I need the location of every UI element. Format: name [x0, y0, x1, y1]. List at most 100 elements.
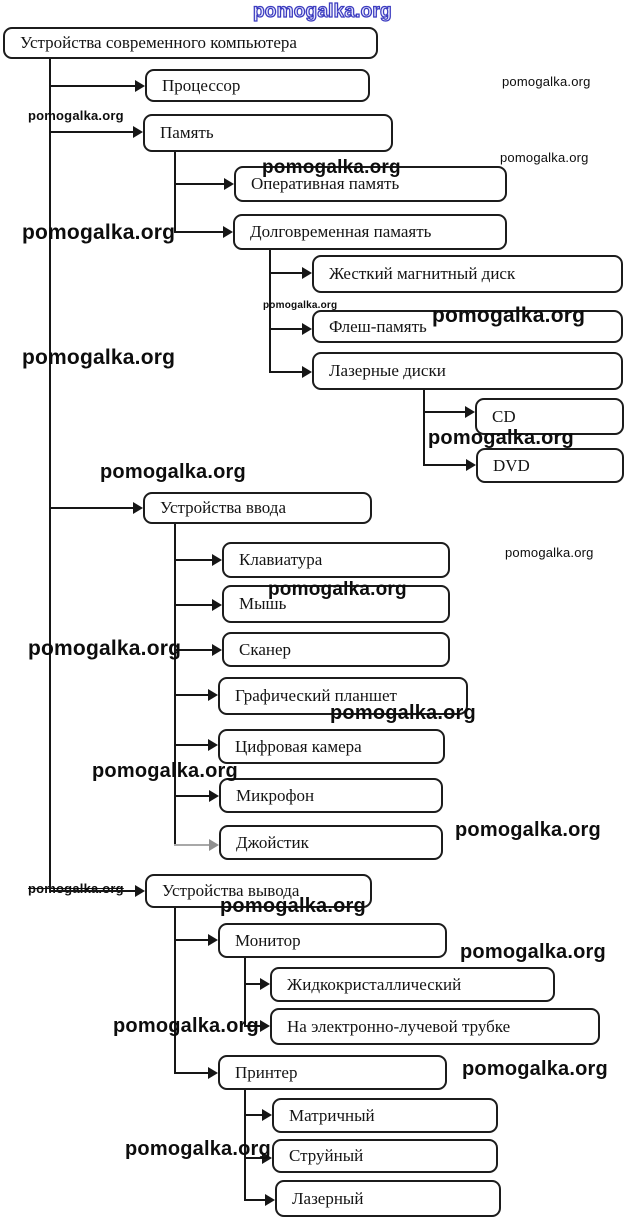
connector-trunk — [244, 958, 246, 1027]
arrow-right-icon — [208, 739, 218, 751]
node-label: На электронно-лучевой трубке — [287, 1016, 511, 1036]
node-label: Флеш-память — [329, 316, 427, 336]
node-label: Жесткий магнитный диск — [329, 264, 516, 283]
node-crt: На электронно-лучевой трубке — [270, 1008, 600, 1045]
arrow-right-icon — [212, 644, 222, 656]
node-label: Монитор — [235, 930, 301, 950]
node-label: Матричный — [289, 1105, 375, 1125]
node-scanner: Сканер — [222, 632, 450, 667]
node-label: Струйный — [289, 1146, 364, 1165]
connector-branch — [49, 890, 137, 892]
connector-branch — [174, 939, 210, 941]
arrow-right-icon — [133, 126, 143, 138]
node-label: Жидкокристаллический — [287, 974, 462, 994]
node-label: Процессор — [162, 75, 241, 95]
connector-branch — [244, 1114, 264, 1116]
node-label: Лазерные диски — [329, 361, 446, 380]
node-memory: Память — [143, 114, 393, 152]
arrow-right-icon — [466, 459, 476, 471]
watermark: pomogalka.org — [462, 1058, 608, 1080]
arrow-right-icon — [212, 554, 222, 566]
watermark: pomogalka.org — [113, 1015, 259, 1037]
watermark: pomogalka.org — [22, 221, 176, 244]
watermark: pomogalka.org — [92, 760, 238, 782]
node-label: Устройства ввода — [160, 498, 286, 517]
node-dvd: DVD — [476, 448, 624, 483]
connector-branch — [244, 1157, 264, 1159]
arrow-right-icon — [223, 226, 233, 238]
node-label: Цифровая камера — [235, 736, 362, 756]
connector-branch — [174, 844, 211, 846]
arrow-right-icon — [208, 1067, 218, 1079]
node-ram: Оперативная память — [234, 166, 507, 202]
node-output-devices: Устройства вывода — [145, 874, 372, 908]
connector-branch — [244, 1025, 262, 1027]
node-label: Графический планшет — [235, 686, 397, 705]
node-joystick: Джойстик — [219, 825, 443, 860]
arrow-right-icon — [224, 178, 234, 190]
node-label: Устройства современного компьютера — [20, 33, 297, 52]
node-input-devices: Устройства ввода — [143, 492, 372, 524]
arrow-right-icon — [262, 1152, 272, 1164]
watermark: pomogalka.org — [460, 941, 606, 963]
node-label: Мышь — [239, 594, 287, 613]
watermark: pomogalka.org — [505, 545, 594, 560]
node-label: DVD — [493, 455, 530, 475]
node-microphone: Микрофон — [219, 778, 443, 813]
watermark: pomogalka.org — [125, 1138, 271, 1160]
arrow-right-icon — [133, 502, 143, 514]
watermark: pomogalka.org — [28, 637, 182, 660]
node-dot-matrix: Матричный — [272, 1098, 498, 1133]
connector-trunk — [49, 59, 51, 892]
connector-branch — [269, 328, 304, 330]
arrow-right-icon — [208, 934, 218, 946]
node-label: Устройства вывода — [162, 881, 300, 900]
node-monitor: Монитор — [218, 923, 447, 958]
node-keyboard: Клавиатура — [222, 542, 450, 578]
arrow-right-icon — [260, 1020, 270, 1032]
node-hdd: Жесткий магнитный диск — [312, 255, 623, 293]
arrow-right-icon — [302, 366, 312, 378]
connector-branch — [423, 464, 468, 466]
connector-branch — [174, 795, 211, 797]
connector-branch — [174, 231, 225, 233]
connector-branch — [174, 1072, 210, 1074]
watermark: pomogalka.org — [22, 346, 176, 369]
node-root: Устройства современного компьютера — [3, 27, 378, 59]
arrow-right-icon — [209, 839, 219, 851]
arrow-right-icon — [465, 406, 475, 418]
watermark: pomogalka.org — [502, 74, 591, 89]
node-long-term-memory: Долговременная памаять — [233, 214, 507, 250]
watermark: pomogalka.org — [268, 579, 407, 600]
node-label: Джойстик — [236, 832, 309, 852]
watermark: pomogalka.org — [432, 304, 586, 327]
arrow-right-icon — [208, 689, 218, 701]
connector-trunk — [174, 152, 176, 233]
node-processor: Процессор — [145, 69, 370, 102]
watermark: pomogalka.org — [28, 108, 124, 123]
arrow-right-icon — [209, 790, 219, 802]
connector-branch — [49, 131, 135, 133]
watermark: pomogalka.org — [500, 150, 589, 165]
node-laser-disks: Лазерные диски — [312, 352, 623, 390]
node-label: Память — [160, 123, 214, 142]
arrow-right-icon — [260, 978, 270, 990]
connector-branch — [174, 649, 214, 651]
connector-branch — [174, 183, 226, 185]
arrow-right-icon — [302, 267, 312, 279]
node-label: Клавиатура — [239, 550, 323, 569]
node-printer: Принтер — [218, 1055, 447, 1090]
watermark: pomogalka.org — [220, 895, 366, 917]
connector-trunk — [269, 250, 271, 373]
node-label: Микрофон — [236, 785, 315, 805]
node-inkjet: Струйный — [272, 1139, 498, 1173]
node-label: Сканер — [239, 639, 292, 659]
node-label: Принтер — [235, 1062, 298, 1082]
arrow-right-icon — [212, 599, 222, 611]
connector-branch — [174, 744, 210, 746]
arrow-right-icon — [135, 885, 145, 897]
node-lcd: Жидкокристаллический — [270, 967, 555, 1002]
watermark: pomogalka.org — [262, 157, 401, 178]
node-digital-camera: Цифровая камера — [218, 729, 445, 764]
